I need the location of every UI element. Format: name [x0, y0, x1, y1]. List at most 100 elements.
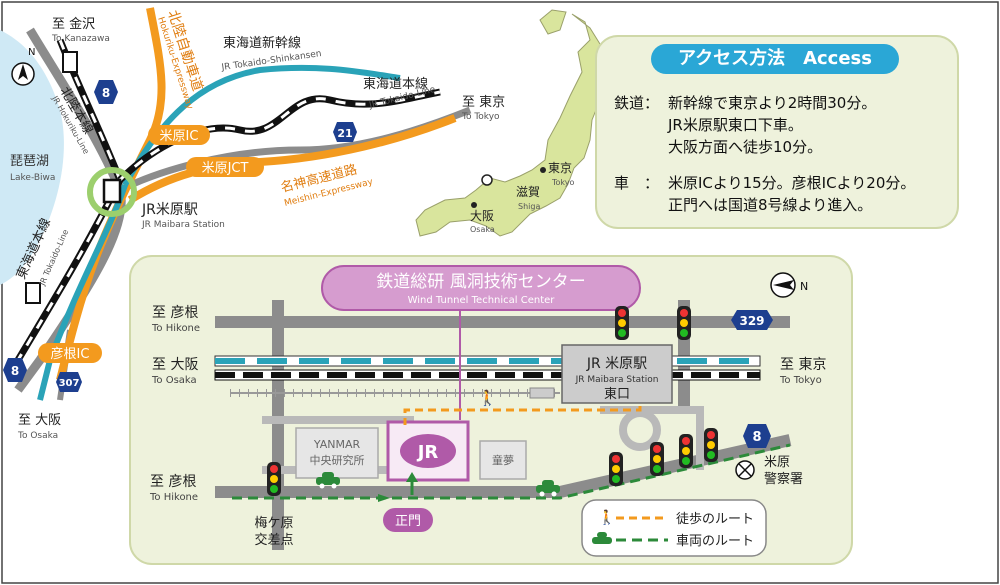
to-tokyo-detail-en: To Tokyo: [779, 375, 822, 386]
route-8-badge-south: [3, 358, 27, 382]
route-8-badge-label: 8: [102, 86, 110, 100]
yanmar-lab-label: 中央研究所: [310, 453, 365, 467]
traffic-light-icon: [650, 442, 664, 476]
japan-osaka-label: 大阪: [470, 209, 494, 223]
center-name-label: 鉄道総研 風洞技術センター: [376, 272, 585, 292]
police-station-label: 警察署: [764, 471, 803, 487]
rail-line-3: 大阪方面へ徒歩10分。: [668, 138, 823, 156]
car-label: 車 ：: [614, 174, 660, 192]
to-hikone-bottom-label: 至 彦根: [150, 474, 196, 490]
maibara-station-marker: [102, 178, 122, 204]
north-label-detail: N: [800, 280, 808, 293]
rail-line-1: 新幹線で東京より2時間30分。: [668, 94, 877, 112]
traffic-light-icon: [609, 452, 623, 486]
to-osaka-detail-en: To Osaka: [151, 375, 197, 386]
japan-shiga-label: 滋賀: [516, 185, 540, 199]
tokaido-shinkansen-label: 東海道新幹線: [223, 35, 301, 51]
lake-biwa-label: 琵琶湖: [10, 154, 49, 169]
japan-map-shape: [415, 13, 605, 237]
maibara-jct-pill: [186, 157, 264, 177]
to-osaka-detail-label: 至 大阪: [152, 357, 198, 373]
maibara-ic-label: 米原IC: [160, 129, 199, 144]
maibara-ic-pill: [148, 125, 210, 145]
japan-tokyo-label: 東京: [548, 161, 572, 175]
police-cross-icon: [738, 463, 752, 477]
japan-shiga-en: Shiga: [518, 202, 540, 211]
maibara-station-building: [561, 344, 673, 404]
hikone-ic-label: 彦根IC: [51, 346, 90, 362]
route-8-badge: [94, 80, 118, 104]
traffic-light-icon: [677, 306, 691, 340]
main-gate-label: 正門: [395, 514, 421, 529]
center-name-en: Wind Tunnel Technical Center: [408, 295, 556, 306]
to-tokyo-detail-label: 至 東京: [780, 357, 826, 373]
north-label-overview: N: [28, 47, 35, 58]
osaka-marker: [471, 202, 477, 208]
domu-label: 童夢: [492, 453, 514, 467]
hokkaido-shape: [539, 9, 567, 35]
road-top: [215, 316, 790, 328]
jr-maibara-overview-label: JR米原駅: [141, 202, 198, 218]
to-hikone-bottom-en: To Hikone: [149, 492, 198, 503]
north-arrow-detail-icon: [773, 280, 794, 290]
to-osaka-overview-en: To Osaka: [17, 431, 58, 441]
route-329-label: 329: [739, 314, 764, 328]
north-arrow-overview-icon: [18, 64, 28, 80]
jr-logo-label: JR: [416, 442, 439, 463]
jr-maibara-detail-label: JR 米原駅: [586, 356, 647, 372]
route-21-badge: [333, 122, 357, 142]
walk-route-line: [403, 406, 642, 425]
car-icon: [536, 480, 560, 497]
intersection-label: 交差点: [254, 532, 293, 548]
to-kanazawa-en: To Kanazawa: [51, 34, 110, 44]
hikone-ic-pill: [38, 343, 102, 363]
gate-arrow-icon: [406, 472, 418, 482]
to-hikone-top-en: To Hikone: [151, 323, 200, 334]
umegahara-label: 梅ケ原: [254, 516, 293, 531]
yanmar-label: YANMAR: [313, 438, 361, 451]
traffic-light-icon: [267, 462, 281, 496]
lake-biwa: [0, 30, 64, 285]
legend-car-icon: [592, 532, 612, 544]
traffic-light-icon: [679, 434, 693, 468]
car-line-1: 米原ICより15分。彦根ICより20分。: [668, 174, 916, 192]
route-307-badge-label: 307: [59, 378, 80, 389]
to-kanazawa-label: 至 金沢: [52, 16, 95, 32]
traffic-light-icon: [615, 306, 629, 340]
legend-car-label: 車両のルート: [676, 534, 754, 549]
route-8-badge-south-label: 8: [11, 364, 19, 378]
legend-walker-icon: 🚶: [598, 509, 615, 526]
access-title: アクセス方法 Access: [651, 44, 899, 74]
lake-biwa-en: Lake-Biwa: [10, 173, 55, 183]
station-south: [25, 282, 41, 304]
route-21-badge-label: 21: [337, 127, 352, 140]
to-tokyo-overview-label: 至 東京: [462, 94, 505, 110]
car-direction-arrow-icon: [378, 494, 390, 502]
center-name-pill: [321, 265, 641, 311]
to-osaka-overview-label: 至 大阪: [18, 413, 61, 428]
station-north: [62, 51, 78, 73]
traffic-light-icon: [704, 428, 718, 462]
jr-logo: [400, 434, 456, 468]
east-exit-label: 東口: [604, 386, 630, 402]
access-panel: アクセス方法 Access 鉄道： 新幹線で東京より2時間30分。 JR米原駅東…: [596, 36, 958, 228]
legend-walk-label: 徒歩のルート: [676, 512, 754, 527]
road-left-vertical: [272, 300, 284, 550]
car-route-line: [232, 443, 791, 500]
rail-line-2: JR米原駅東口下車。: [668, 116, 803, 134]
walker-icon: 🚶: [478, 389, 497, 407]
jr-maibara-overview-en: JR Maibara Station: [141, 220, 225, 230]
legend-box: [581, 499, 767, 557]
platform-marker: [529, 387, 555, 399]
car-line-2: 正門へは国道8号線より進入。: [668, 196, 873, 214]
to-hikone-top-label: 至 彦根: [152, 305, 198, 321]
domu-building: [479, 440, 527, 480]
route-329-badge: [731, 310, 773, 330]
maibara-jct-label: 米原JCT: [202, 161, 249, 176]
tokaido-main-label: 東海道本線: [363, 76, 428, 92]
meishin-expressway: [127, 114, 457, 204]
to-tokyo-overview-en: To Tokyo: [461, 112, 500, 122]
shiga-marker: [481, 174, 493, 186]
